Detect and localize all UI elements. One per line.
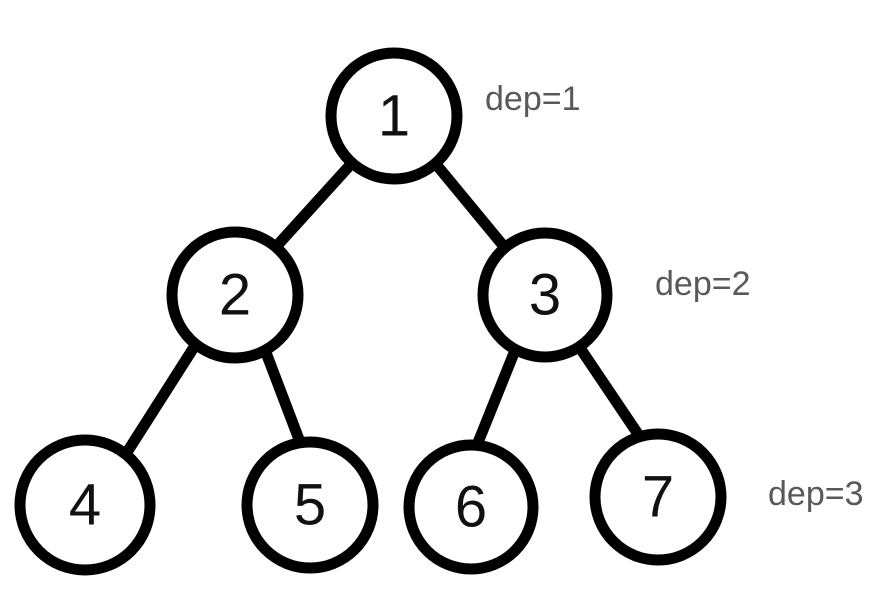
node-circle-4[interactable] bbox=[14, 434, 156, 576]
node-label-4: 4 bbox=[69, 473, 101, 538]
edge-3-to-6 bbox=[471, 345, 522, 448]
node-label-1: 1 bbox=[378, 84, 410, 149]
depth-label-2: dep=2 bbox=[655, 265, 751, 303]
node-circle-3[interactable] bbox=[477, 227, 613, 363]
depth-label-3: dep=3 bbox=[768, 475, 864, 513]
node-label-5: 5 bbox=[294, 473, 326, 538]
node-circle-7[interactable] bbox=[589, 428, 727, 566]
node-circle-6[interactable] bbox=[403, 439, 539, 575]
edge-1-to-2 bbox=[269, 159, 357, 253]
tree-node-7[interactable]: 7 bbox=[589, 428, 727, 566]
tree-node-4[interactable]: 4 bbox=[14, 434, 156, 576]
depth-label-1: dep=1 bbox=[485, 80, 581, 118]
node-label-7: 7 bbox=[642, 465, 674, 530]
depth-label-group: dep=1 dep=2 dep=3 bbox=[485, 80, 864, 513]
tree-node-2[interactable]: 2 bbox=[166, 226, 304, 364]
tree-node-6[interactable]: 6 bbox=[403, 439, 539, 575]
node-circle-5[interactable] bbox=[241, 436, 379, 574]
tree-node-5[interactable]: 5 bbox=[241, 436, 379, 574]
edge-3-to-7 bbox=[573, 341, 645, 441]
node-label-6: 6 bbox=[455, 475, 487, 540]
tree-node-3[interactable]: 3 bbox=[477, 227, 613, 363]
edge-group bbox=[119, 159, 645, 460]
node-label-3: 3 bbox=[529, 263, 561, 328]
node-circle-1[interactable] bbox=[325, 47, 463, 185]
tree-node-1[interactable]: 1 bbox=[325, 47, 463, 185]
node-group: 1 2 3 4 5 6 7 bbox=[14, 47, 727, 576]
node-circle-2[interactable] bbox=[166, 226, 304, 364]
node-label-2: 2 bbox=[219, 263, 251, 328]
edge-2-to-5 bbox=[259, 348, 306, 444]
edge-1-to-3 bbox=[430, 159, 511, 253]
edge-2-to-4 bbox=[119, 341, 201, 460]
